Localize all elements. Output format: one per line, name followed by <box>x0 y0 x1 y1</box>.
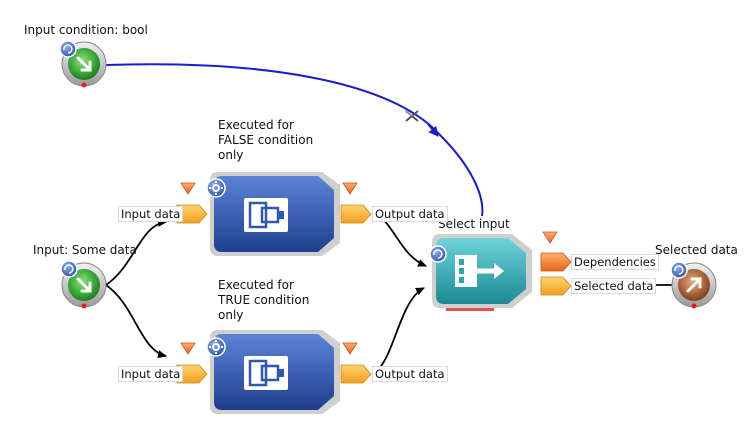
node-badge-icon[interactable] <box>60 260 78 278</box>
selected-data-port-label: Selected data <box>571 278 657 294</box>
input-some-data-label: Input: Some data <box>33 243 137 257</box>
selected-data-node-label: Selected data <box>655 243 738 257</box>
node-badge-icon[interactable] <box>670 261 688 279</box>
ports <box>176 182 572 384</box>
settings-gear-icon[interactable] <box>206 178 226 198</box>
error-dot <box>691 303 697 309</box>
true-output-port[interactable] <box>340 364 372 384</box>
selected-data-node[interactable] <box>670 261 717 309</box>
false-output-port[interactable] <box>340 204 372 224</box>
arrow-down-right-icon <box>76 56 92 72</box>
arrow-up-right-icon <box>686 277 702 293</box>
error-dot <box>81 303 87 309</box>
trigger-port-icon[interactable] <box>342 182 358 195</box>
trigger-port-icon[interactable] <box>542 231 558 244</box>
component-icon <box>244 356 288 390</box>
false-output-port-label: Output data <box>372 206 448 222</box>
true-block[interactable] <box>206 330 340 414</box>
true-output-port-label: Output data <box>372 366 448 382</box>
input-condition-label: Input condition: bool <box>24 23 148 37</box>
true-input-port-label: Input data <box>118 366 184 382</box>
component-icon <box>244 198 288 232</box>
link-true-output-to-select[interactable] <box>375 287 425 373</box>
settings-gear-icon[interactable] <box>206 337 226 357</box>
link-input-to-true[interactable] <box>105 284 167 359</box>
selected-data-port[interactable] <box>540 276 572 296</box>
error-dot <box>81 82 87 88</box>
dependencies-port-label: Dependencies <box>571 254 659 270</box>
trigger-port-icon[interactable] <box>180 342 196 355</box>
trigger-port-icon[interactable] <box>342 342 358 355</box>
select-status-bar <box>446 308 494 311</box>
true-block-label: Executed for TRUE condition only <box>218 278 310 322</box>
link-cut-icon[interactable] <box>404 109 419 122</box>
dependencies-port[interactable] <box>540 252 572 272</box>
condition-link-arrow <box>427 123 439 137</box>
false-block-label: Executed for FALSE condition only <box>218 118 314 162</box>
select-icon <box>455 255 504 287</box>
condition-link[interactable] <box>105 63 484 217</box>
input-condition-node[interactable] <box>59 40 107 88</box>
input-some-data-node[interactable] <box>60 260 107 309</box>
arrow-down-right-icon <box>76 277 92 293</box>
false-input-port-label: Input data <box>118 206 184 222</box>
links <box>105 63 676 373</box>
node-badge-icon[interactable] <box>59 40 77 58</box>
node-badge-icon[interactable] <box>429 245 447 263</box>
link-input-to-false[interactable] <box>105 218 167 286</box>
select-input-label: Select input <box>438 217 510 231</box>
trigger-port-icon[interactable] <box>180 182 196 195</box>
select-input-block[interactable] <box>429 234 532 311</box>
false-block[interactable] <box>206 172 340 256</box>
